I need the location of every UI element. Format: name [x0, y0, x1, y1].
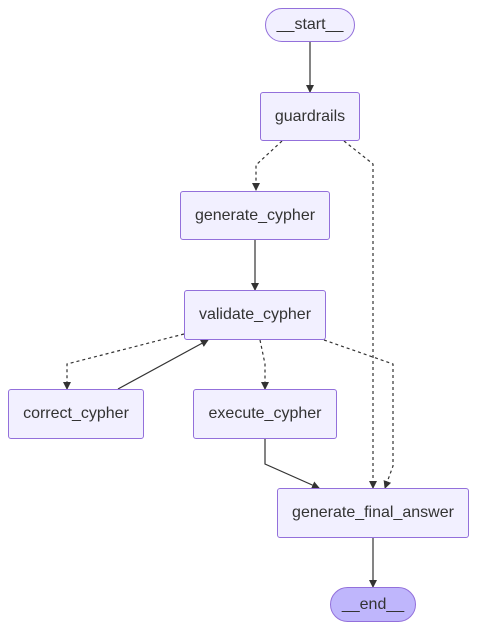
edge-correct-cypher-to-validate-cypher	[117, 339, 209, 390]
start-node-label: __start__	[276, 16, 344, 33]
generate-final-answer-node: generate_final_answer	[277, 488, 469, 538]
start-node: __start__	[265, 8, 355, 42]
edge-validate-cypher-to-correct-cypher	[63, 333, 185, 390]
edge-validate-cypher-to-execute-cypher	[259, 339, 269, 390]
guardrails-node-label: guardrails	[274, 107, 346, 125]
generate-final-answer-node-label: generate_final_answer	[292, 504, 454, 521]
end-node-label: __end__	[341, 595, 405, 613]
execute-cypher-node: execute_cypher	[193, 389, 337, 439]
edge-guardrails-to-generate-cypher	[252, 140, 283, 191]
guardrails-node: guardrails	[260, 92, 360, 141]
edge-execute-cypher-to-generate-final-answer	[264, 439, 320, 489]
correct-cypher-node-label: correct_cypher	[23, 405, 129, 422]
generate-cypher-node: generate_cypher	[180, 191, 330, 240]
end-node: __end__	[330, 587, 416, 622]
generate-cypher-node-label: generate_cypher	[194, 206, 316, 224]
execute-cypher-node-label: execute_cypher	[208, 405, 322, 422]
edge-guardrails-to-generate-final-answer	[343, 140, 377, 489]
validate-cypher-node-label: validate_cypher	[198, 306, 312, 323]
correct-cypher-node: correct_cypher	[8, 389, 144, 439]
edge-validate-cypher-to-generate-final-answer	[323, 339, 394, 489]
validate-cypher-node: validate_cypher	[184, 290, 326, 340]
